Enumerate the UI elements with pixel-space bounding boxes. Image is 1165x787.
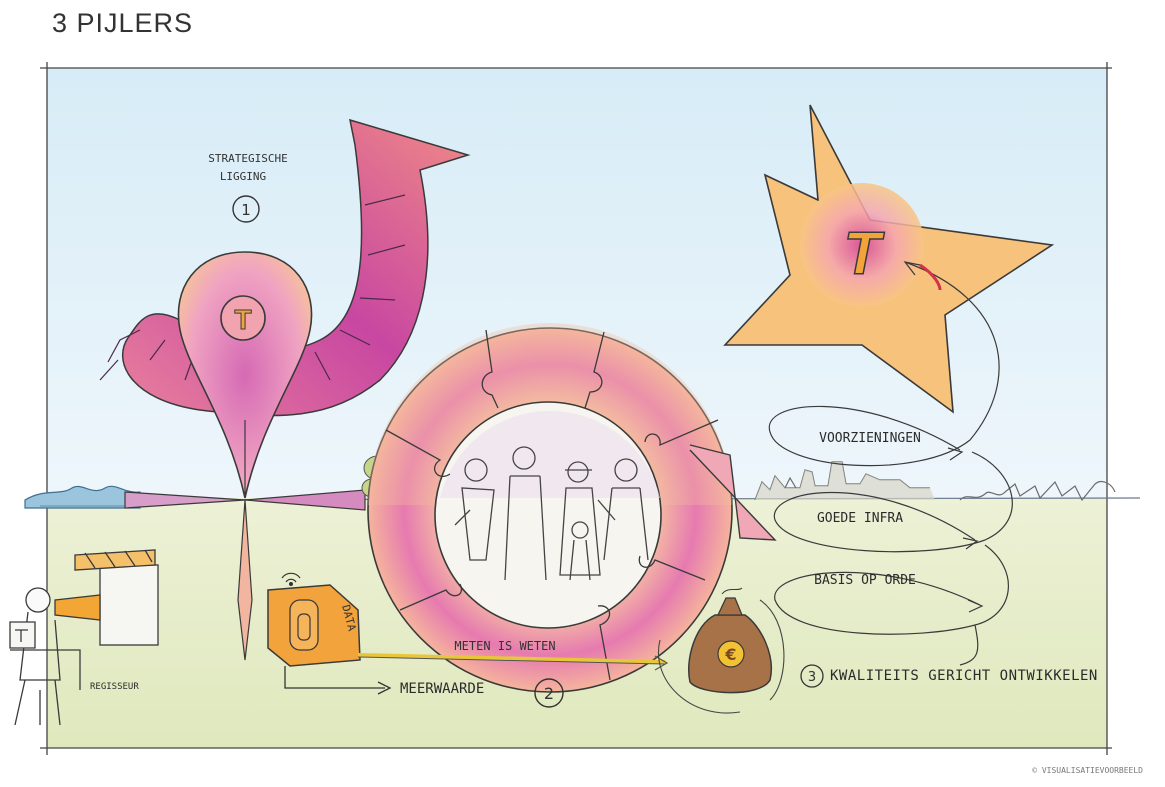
star-logo-letter: T <box>844 220 885 287</box>
svg-text:2: 2 <box>544 684 554 703</box>
euro-symbol: € <box>724 645 736 664</box>
svg-text:1: 1 <box>241 201 251 219</box>
director-label: REGISSEUR <box>90 682 139 692</box>
spiral-level-2: GOEDE INFRA <box>817 511 903 526</box>
spiral-level-3: BASIS OP ORDE <box>814 573 916 588</box>
credit-text: © VISUALISATIEVOORBEELD <box>1032 766 1143 775</box>
pillar-3-label: KWALITEITS GERICHT ONTWIKKELEN <box>830 668 1098 684</box>
spiral-level-1: VOORZIENINGEN <box>819 431 921 446</box>
measure-label: METEN IS WETEN <box>454 639 555 653</box>
pin-logo-letter: T <box>234 304 251 335</box>
pillar-1-label-line1: STRATEGISCHE <box>208 152 287 165</box>
pillar-1-label-line2: LIGGING <box>220 170 266 183</box>
meerwaarde-label: MEERWAARDE <box>400 681 484 697</box>
svg-text:3: 3 <box>808 670 816 685</box>
